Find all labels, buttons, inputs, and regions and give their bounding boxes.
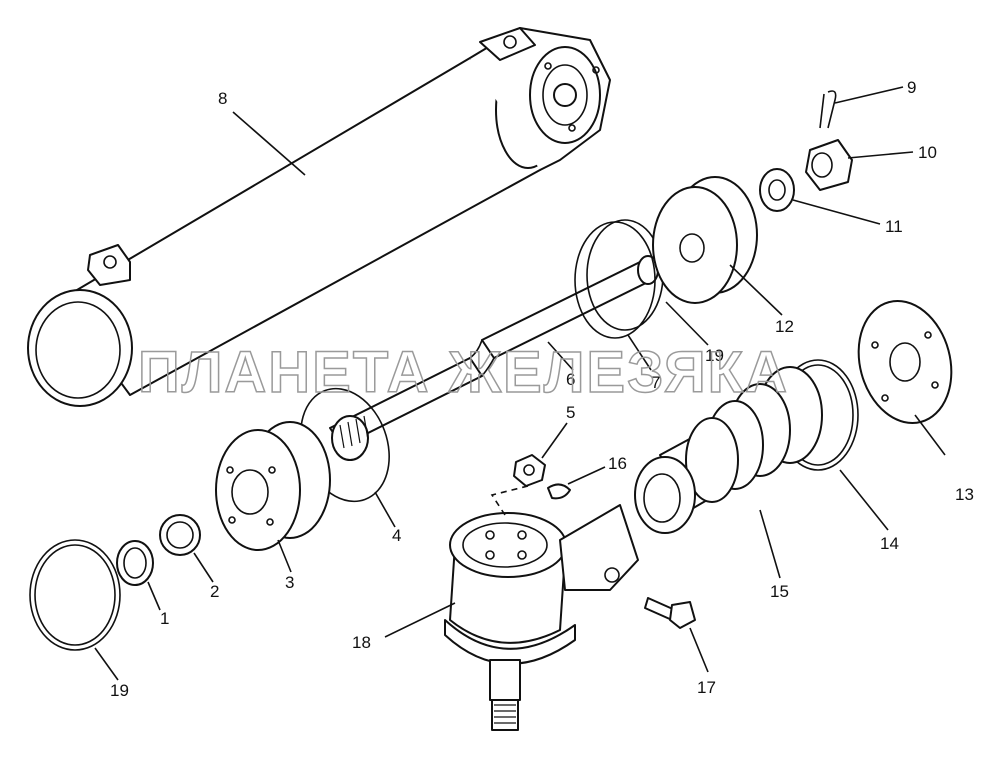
ball-joint-18 bbox=[444, 504, 639, 731]
lock-washer-16 bbox=[547, 483, 571, 500]
callout-19-upper: 19 bbox=[705, 346, 724, 365]
callout-12: 12 bbox=[775, 317, 794, 336]
bushing-2-inner bbox=[166, 521, 194, 549]
piston-rod bbox=[329, 255, 659, 461]
callout-3: 3 bbox=[285, 573, 294, 592]
nut-5 bbox=[513, 454, 546, 487]
o-ring-19-left bbox=[29, 539, 121, 651]
leader-lines bbox=[94, 86, 946, 681]
callout-9: 9 bbox=[907, 78, 916, 97]
piston bbox=[652, 176, 758, 304]
callout-7: 7 bbox=[651, 373, 660, 392]
callout-6: 6 bbox=[566, 370, 575, 389]
washer-11-inner bbox=[768, 179, 786, 201]
castle-nut-10 bbox=[805, 139, 853, 191]
small-ring-1-inner bbox=[123, 547, 147, 579]
bushing-2 bbox=[159, 514, 201, 556]
washer-11 bbox=[759, 168, 795, 212]
callout-4: 4 bbox=[392, 526, 401, 545]
bolt-17 bbox=[644, 597, 696, 629]
cylinder-body bbox=[27, 27, 611, 407]
callout-19-left: 19 bbox=[110, 681, 129, 700]
callout-15: 15 bbox=[770, 582, 789, 601]
o-ring-19-left-inner bbox=[34, 544, 116, 646]
callout-17: 17 bbox=[697, 678, 716, 697]
callout-11: 11 bbox=[885, 217, 903, 236]
callout-13: 13 bbox=[955, 485, 974, 504]
gland-cap bbox=[215, 421, 331, 551]
callout-8: 8 bbox=[218, 89, 227, 108]
assembly-dashed-line bbox=[490, 485, 529, 516]
callout-5: 5 bbox=[566, 403, 575, 422]
callout-14: 14 bbox=[880, 534, 899, 553]
cotter-pin-9 bbox=[819, 90, 837, 129]
callout-18: 18 bbox=[352, 633, 371, 652]
callout-1: 1 bbox=[160, 609, 169, 628]
callout-10: 10 bbox=[918, 143, 937, 162]
bellows-boot-15 bbox=[634, 366, 823, 534]
small-ring-1 bbox=[116, 540, 154, 586]
watermark-text: ПЛАНЕТА ЖЕЛЕЗЯКА bbox=[138, 340, 789, 405]
callout-16: 16 bbox=[608, 454, 627, 473]
callout-2: 2 bbox=[210, 582, 219, 601]
flange-plate-13 bbox=[857, 299, 953, 425]
